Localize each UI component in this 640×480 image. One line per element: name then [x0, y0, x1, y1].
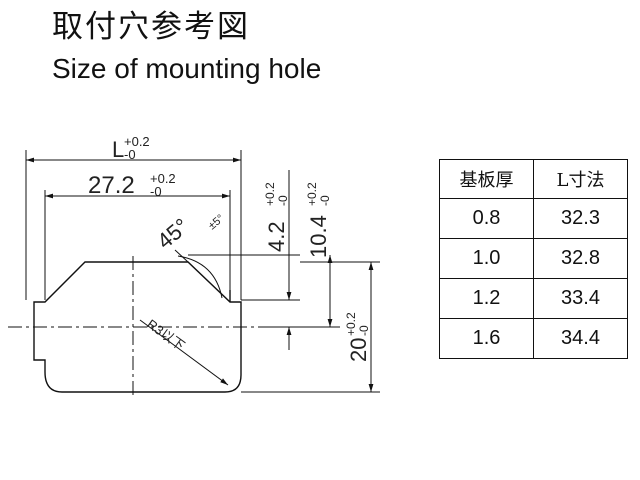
table-cell: 33.4	[533, 278, 628, 319]
angle-leader	[174, 249, 189, 263]
dim-label-L: L	[112, 137, 124, 162]
dim-tol-upper-L: +0.2	[124, 134, 150, 149]
table-row: 1.2 33.4	[439, 278, 628, 319]
table-cell: 34.4	[533, 318, 628, 359]
table-cell: 32.8	[533, 238, 628, 279]
dim-tol-upper-272: +0.2	[150, 171, 176, 186]
dim-label-272: 27.2	[88, 172, 135, 199]
table-cell: 32.3	[533, 198, 628, 239]
table-header-row: 基板厚 L寸法	[439, 159, 628, 199]
dim-label-42: 4.2	[264, 221, 289, 252]
dim-label-20: 20	[346, 338, 371, 362]
table-row: 0.8 32.3	[439, 198, 628, 239]
page-title-english: Size of mounting hole	[52, 53, 322, 84]
dim-tol-lower-20: -0	[357, 325, 371, 336]
dim-tol-lower-L: -0	[124, 147, 136, 162]
hole-outline	[33, 261, 242, 393]
dim-tol-angle: ±5°	[206, 212, 226, 232]
table-cell: 1.6	[439, 318, 534, 359]
radius-leader	[139, 319, 229, 386]
table-cell: 1.2	[439, 278, 534, 319]
table-header-board-thickness: 基板厚	[439, 159, 534, 199]
dim-tol-lower-272: -0	[150, 184, 162, 199]
table-cell: 0.8	[439, 198, 534, 239]
dim-tol-upper-42: +0.2	[263, 182, 277, 206]
page-title-japanese: 取付穴参考図	[52, 9, 250, 45]
dim-tol-lower-104: -0	[318, 195, 332, 206]
dim-label-angle: 45°	[152, 213, 194, 254]
radius-note: R3以下	[144, 316, 187, 353]
spec-table: 基板厚 L寸法 0.8 32.3 1.0 32.8 1.2 33.4 1.6 3…	[439, 159, 628, 359]
dim-label-104: 10.4	[306, 215, 331, 258]
dim-tol-upper-104: +0.2	[305, 182, 319, 206]
table-header-l-dimension: L寸法	[533, 159, 628, 199]
angle-arc	[177, 255, 223, 299]
table-row: 1.6 34.4	[439, 318, 628, 359]
table-cell: 1.0	[439, 238, 534, 279]
dim-tol-lower-42: -0	[276, 195, 290, 206]
table-row: 1.0 32.8	[439, 238, 628, 279]
dim-tol-upper-20: +0.2	[344, 312, 358, 336]
